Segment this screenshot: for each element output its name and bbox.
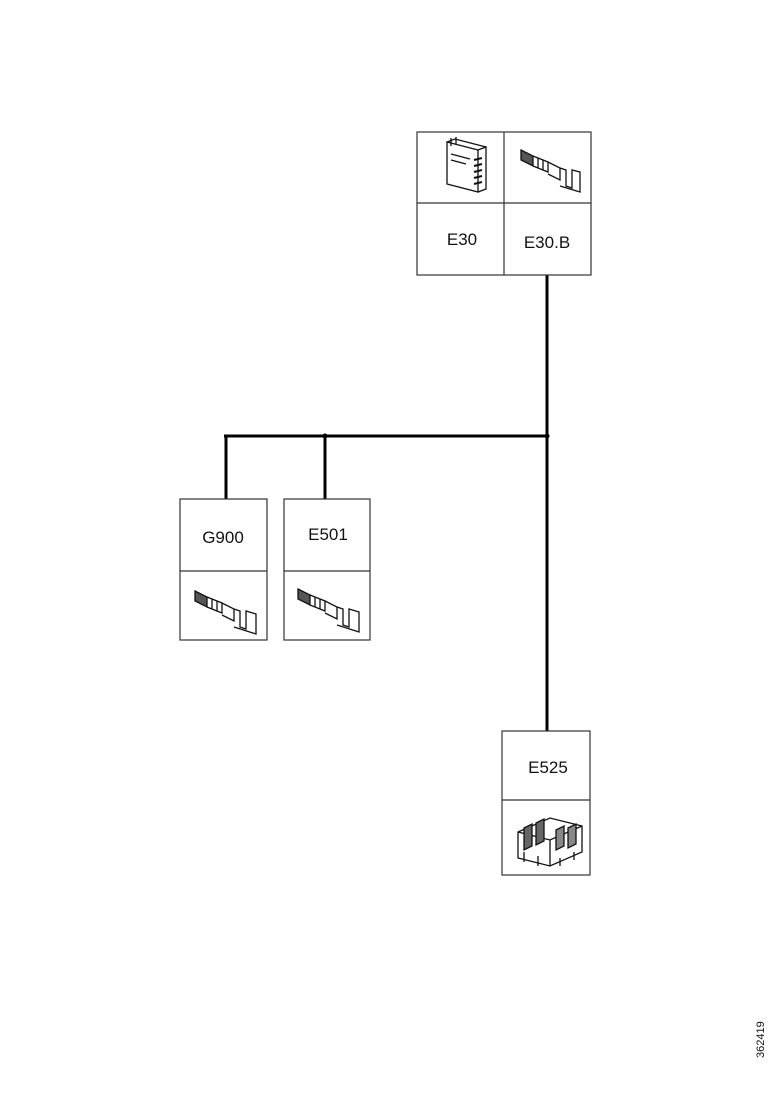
figure-code: 362419: [755, 1021, 767, 1058]
junction-dot: [322, 433, 328, 439]
junction-dot: [544, 433, 550, 439]
terminal-pin-icon: [194, 589, 257, 635]
terminal-pin-icon: [520, 148, 581, 193]
wire-harness: [224, 275, 549, 731]
connector-block-g900: G900: [179, 498, 268, 641]
connector-block-e501: E501: [283, 498, 371, 641]
terminal-pin-icon: [297, 587, 360, 633]
relay-module-icon: [446, 137, 487, 193]
connector-label-g900: G900: [202, 528, 244, 547]
multi-pin-connector-icon: [517, 817, 583, 867]
connector-label-e525: E525: [528, 758, 568, 777]
connector-block-e525: E525: [501, 730, 591, 876]
connector-label-e30b: E30.B: [524, 233, 570, 252]
connector-label-e30: E30: [447, 230, 477, 249]
connector-label-e501: E501: [308, 525, 348, 544]
junction-dots: [322, 433, 550, 439]
connector-block-e30: E30 E30.B: [416, 131, 592, 276]
